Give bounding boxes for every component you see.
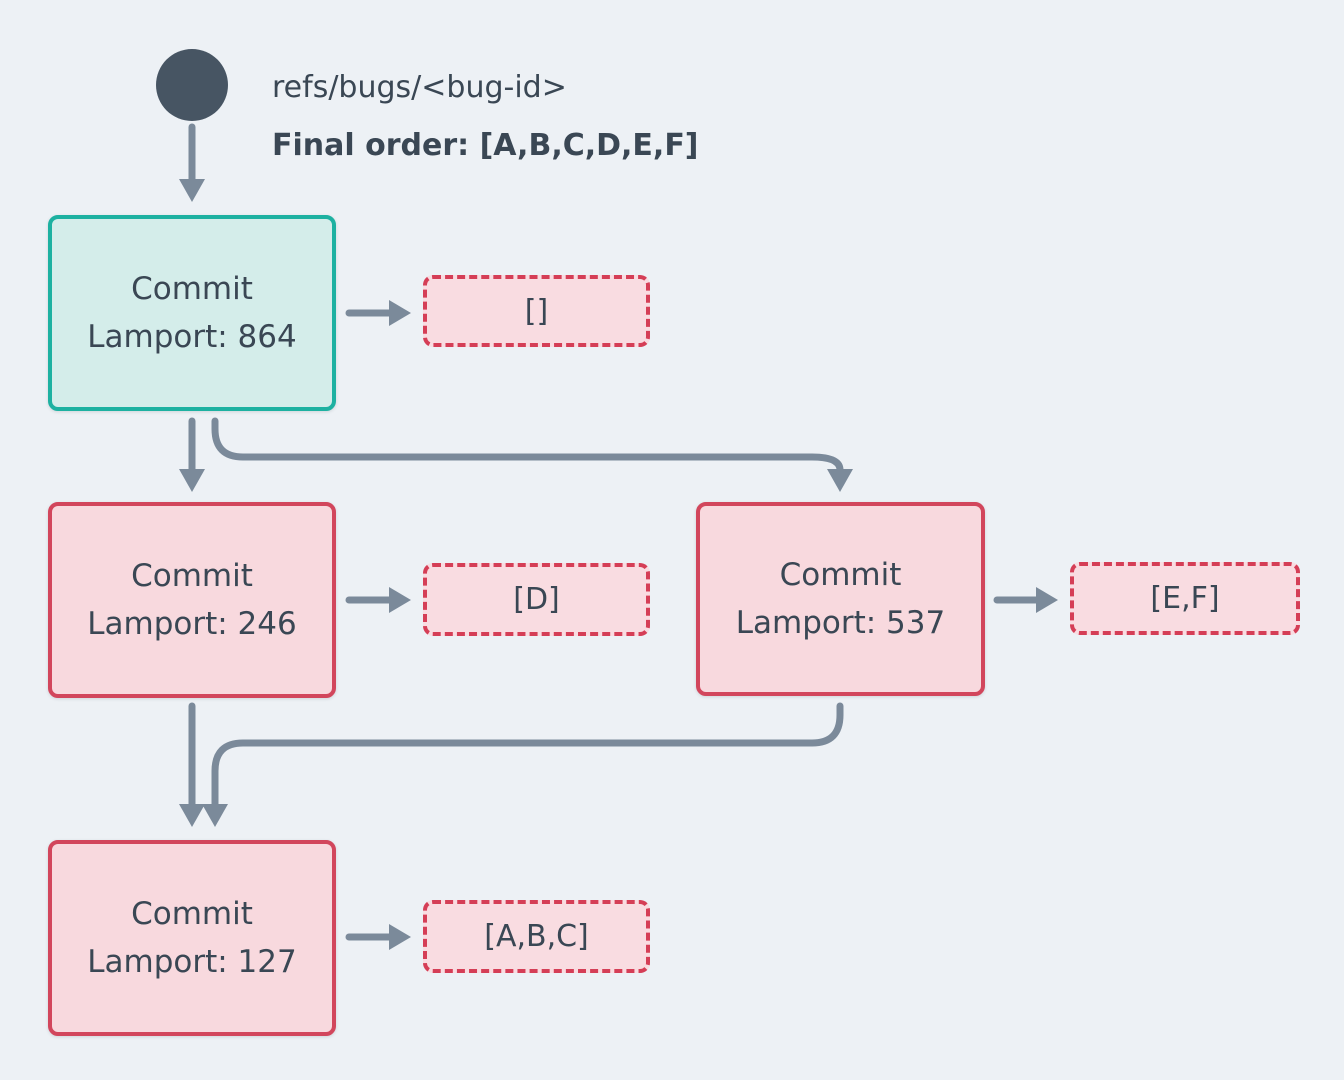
ref-node-icon [156, 49, 228, 121]
arrowhead-icon [202, 804, 228, 827]
commit-node-127: Commit Lamport: 127 [48, 840, 336, 1036]
commit-lamport: Lamport: 246 [87, 606, 297, 642]
commit-node-537: Commit Lamport: 537 [696, 502, 985, 696]
payload-label: [D] [513, 582, 560, 617]
edge-commit-864-to-commit-537 [211, 417, 844, 474]
commit-node-864: Commit Lamport: 864 [48, 215, 336, 411]
payload-label: [A,B,C] [484, 919, 589, 954]
commit-lamport: Lamport: 864 [87, 319, 297, 355]
payload-label: [E,F] [1150, 581, 1220, 616]
payload-label: [] [524, 293, 549, 329]
payload-abc: [A,B,C] [423, 900, 650, 973]
commit-lamport: Lamport: 127 [87, 944, 297, 980]
commit-lamport: Lamport: 537 [735, 605, 946, 641]
arrowhead-icon [389, 587, 411, 613]
commit-title: Commit [131, 558, 253, 594]
payload-d: [D] [423, 563, 650, 636]
payload-empty: [] [423, 275, 650, 347]
commit-node-246: Commit Lamport: 246 [48, 502, 336, 698]
ref-label: refs/bugs/<bug-id> [272, 70, 567, 105]
arrowhead-icon [179, 179, 205, 202]
arrowhead-icon [179, 804, 205, 827]
arrowhead-icon [827, 469, 853, 492]
final-order-label: Final order: [A,B,C,D,E,F] [272, 128, 699, 163]
payload-ef: [E,F] [1070, 562, 1300, 635]
commit-title: Commit [131, 271, 253, 307]
arrowhead-icon [1036, 587, 1058, 613]
edge-commit-537-to-commit-127 [211, 702, 844, 809]
arrowhead-icon [179, 469, 205, 492]
commit-title: Commit [131, 896, 253, 932]
arrowhead-icon [389, 924, 411, 950]
arrowhead-icon [389, 300, 411, 326]
commit-title: Commit [779, 557, 902, 593]
